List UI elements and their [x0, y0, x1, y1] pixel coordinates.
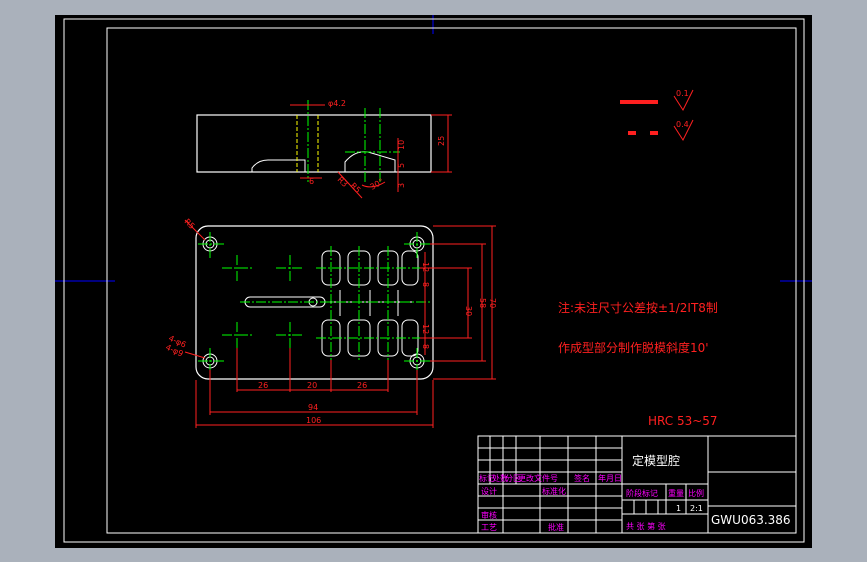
inner-frame [106, 27, 797, 534]
dim-right-12a: 12 [421, 262, 430, 272]
tb-sheet-no: 1 [676, 504, 681, 513]
tb-sheets: 共 张 第 张 [626, 521, 666, 531]
dim-d3: 5 [397, 163, 406, 168]
dim-overall-106: 106 [306, 416, 321, 425]
dim-d4: 3 [397, 183, 406, 188]
dim-d2: 10 [397, 140, 406, 150]
dim-right-58: 58 [478, 298, 487, 308]
tb-approve: 批准 [548, 522, 564, 532]
dim-right-8b: 8 [421, 344, 430, 349]
tb-scale-label: 比例 [688, 488, 704, 498]
roughness-label-marker [650, 131, 658, 135]
tb-weight: 重量 [668, 488, 684, 498]
tb-change: 更改文件号 [518, 473, 558, 483]
dim-right-12b: 12 [421, 324, 430, 334]
dim-angle-arc [361, 181, 386, 188]
tb-std: 标准化 [542, 486, 566, 496]
side-view-slot [251, 159, 306, 172]
side-view: φ4.2 25 6 10 5 3 30° R3 R5 [196, 99, 452, 199]
roughness-label-marker [620, 100, 658, 104]
plan-view-outline [195, 225, 434, 380]
outer-frame [63, 18, 805, 543]
dim-overall-94: 94 [308, 403, 318, 412]
roughness-value-1: 0.1 [676, 89, 689, 98]
dim-bottom-26a: 26 [258, 381, 268, 390]
dim-right-30: 30 [464, 306, 473, 316]
dim-height: 25 [437, 136, 446, 146]
roughness-value-2: 0.4 [676, 120, 689, 129]
tb-stage: 阶段标记 [626, 488, 658, 498]
dim-bottom-20: 20 [307, 381, 317, 390]
part-name: 定模型腔 [632, 453, 680, 468]
dim-hole-dia: φ4.2 [328, 99, 346, 108]
roughness-label-marker [628, 131, 636, 135]
dim-leader [184, 351, 206, 359]
dim-bottom-26b: 26 [357, 381, 367, 390]
dim-leader [184, 219, 206, 241]
dim-leader [337, 171, 363, 199]
title-block [477, 435, 797, 534]
plan-view: R5 4-φ6 4-φ9 26 20 26 94 106 30 58 70 12… [164, 217, 497, 428]
technical-note-line2: 作成型部分制作脱模斜度10' [558, 340, 709, 355]
roughness-symbol [673, 119, 694, 142]
side-view-outline [196, 114, 432, 173]
tb-sign: 签名 [574, 473, 590, 483]
tb-craft: 工艺 [481, 523, 497, 532]
dim-right-70: 70 [488, 298, 497, 308]
surface-roughness: 0.1 0.4 [620, 89, 694, 142]
tb-review: 审核 [481, 510, 497, 520]
tb-mark: 标记 [479, 473, 495, 483]
technical-note-line1: 注:未注尺寸公差按±1/2IT8制 [558, 300, 718, 315]
roughness-symbol [673, 89, 694, 112]
tb-scale-value: 2:1 [690, 504, 703, 513]
dim-right-8a: 8 [421, 282, 430, 287]
dim-d1: 6 [309, 177, 314, 186]
tb-zone: 分区 [505, 474, 521, 483]
tb-count: 处数 [492, 473, 508, 483]
tb-date: 年月日 [598, 473, 622, 483]
hardness-note: HRC 53~57 [648, 414, 718, 428]
drawing-number: GWU063.386 [711, 513, 791, 527]
tb-design: 设计 [481, 486, 497, 496]
